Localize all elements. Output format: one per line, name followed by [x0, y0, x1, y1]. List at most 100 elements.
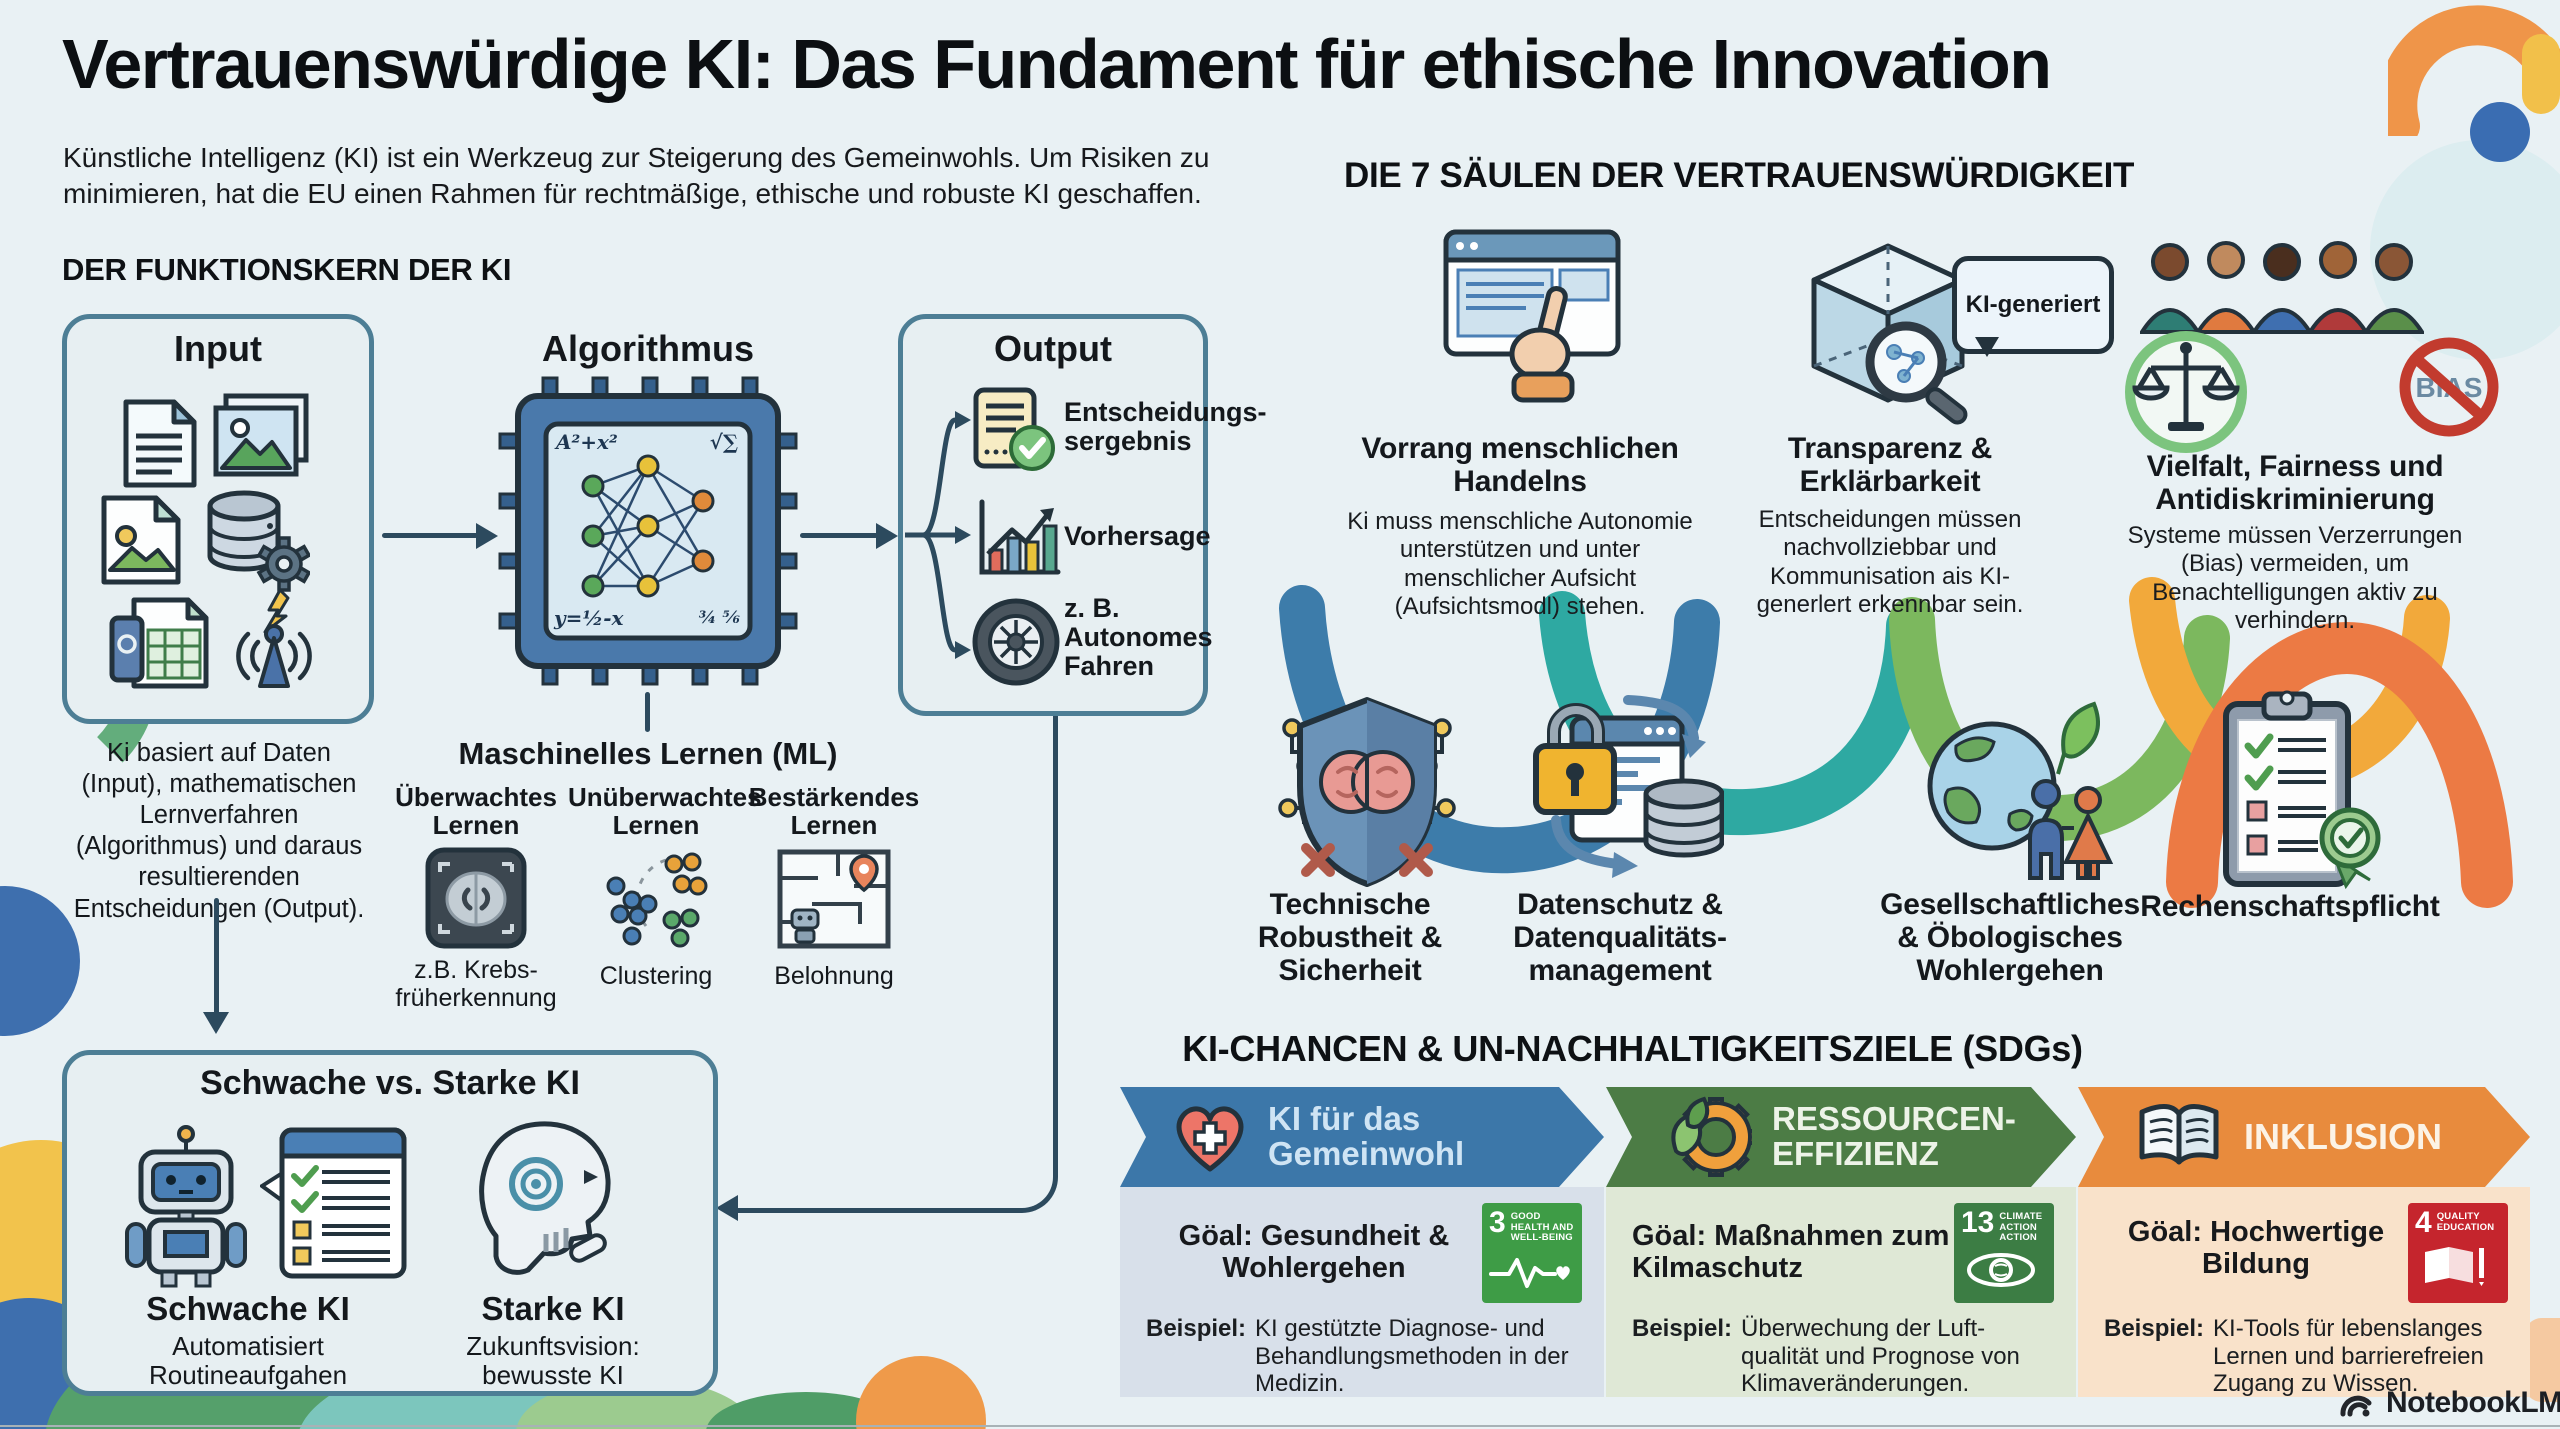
output-title: Output — [994, 328, 1112, 369]
pillar-title: Technische Robustheit & Sicherheit — [1257, 888, 1443, 987]
bubble-text: KI-generiert — [1965, 291, 2101, 319]
decor-circle — [856, 1356, 986, 1429]
output-item-label: Vorhersage — [1064, 521, 1211, 551]
pillar-title: Transparenz & Erklärbarkeit — [1787, 432, 1993, 498]
education-book-icon — [2425, 1246, 2484, 1286]
pillar-desc: Entscheidungen müssen nachvollziebbar un… — [1756, 506, 2024, 618]
beispiel-label: Beispiel: — [2104, 1315, 2205, 1342]
comparison-title: Schwache vs. Starke KI — [200, 1064, 580, 1102]
pillar-title: Gesellschaftliches & Öbologisches Wohler… — [1880, 888, 2140, 987]
chip-formula: y=½-x — [554, 606, 624, 630]
pillar-title: Rechenschaftspflicht — [2140, 890, 2440, 923]
output-branch-arrows — [905, 411, 971, 659]
sdg-banner: INKLUSION — [2078, 1087, 2530, 1187]
diverse-people-icon — [2140, 241, 2424, 334]
goal-label: Göal: — [1632, 1220, 1707, 1252]
sdg-heading: KI-CHANCEN & UN-NACHHALTIGKEITSZIELE (SD… — [1182, 1028, 2083, 1069]
sdg-banner: KI für das Gemeinwohl — [1120, 1087, 1604, 1187]
heart-cross-icon — [1172, 1101, 1248, 1173]
robot-icon — [125, 1125, 247, 1288]
reinforcement-maze-icon — [777, 849, 891, 949]
database-gear-icon — [207, 490, 310, 592]
document-icon — [123, 399, 197, 488]
arrowhead-right-icon — [876, 523, 898, 549]
notebooklm-icon — [2340, 1395, 2372, 1417]
pillar-title: Vielfalt, Fairness und Antidiskriminieru… — [2146, 450, 2444, 516]
accountability-clipboard-icon — [2223, 690, 2381, 890]
decor-circle — [2470, 102, 2530, 162]
heartbeat-icon — [1489, 1257, 1570, 1288]
beispiel-text: KI gestützte Diagnose- und Behandlungsme… — [1255, 1315, 1569, 1398]
goal-text: Maßnahmen zum Kilmaschutz — [1632, 1220, 1950, 1284]
arrow-down — [214, 898, 219, 1016]
ml-column-label: Bestärkendes Lernen — [748, 782, 920, 840]
sdg-caption: CLIMATE ACTION ACTION — [1999, 1211, 2043, 1244]
algorithmus-title: Algorithmus — [542, 328, 754, 369]
scales-icon — [2125, 331, 2247, 453]
input-title: Input — [174, 328, 262, 369]
sdg-number: 3 — [1489, 1206, 1506, 1239]
goal-label: Göal: — [1178, 1220, 1253, 1252]
image-file-icon — [101, 495, 181, 585]
output-item-label: z. B. Autonomes Fahren — [1064, 593, 1213, 681]
beispiel-label: Beispiel: — [1146, 1315, 1247, 1342]
input-caption: Ki basiert auf Daten (Input), mathematis… — [73, 739, 365, 923]
data-privacy-icon — [1533, 695, 1724, 878]
ki-generiert-bubble: KI-generiert — [1952, 256, 2114, 357]
brain-scan-icon — [425, 847, 527, 949]
ml-column-label: Überwachtes Lernen — [395, 782, 557, 840]
pillar-desc: Ki muss menschliche Autonomie unterstütz… — [1347, 508, 1693, 620]
notebooklm-label: NotebookLM — [2386, 1386, 2560, 1419]
transparency-cube-icon — [1811, 243, 1968, 425]
ml-title: Maschinelles Lernen (ML) — [458, 736, 838, 771]
chip-formula: √∑ — [709, 430, 738, 454]
goal-text: Gesundheit & Wohlergehen — [1222, 1220, 1450, 1284]
weak-ai-label: Schwache KI — [146, 1290, 350, 1327]
connector-line — [645, 692, 650, 732]
ml-column-caption: Belohnung — [774, 962, 894, 990]
robustness-shield-icon — [1278, 697, 1456, 887]
chip-formula: ¾ ⅚ — [698, 608, 740, 628]
decor-blob — [2524, 1318, 2560, 1402]
decor-blob — [2522, 34, 2560, 114]
tire-icon — [972, 598, 1060, 686]
output-item-label: Entscheidungs-sergebnis — [1064, 397, 1267, 456]
gear-leaves-icon — [1664, 1095, 1752, 1179]
weak-ai-caption: Automatisiert Routineaufgahen — [148, 1331, 348, 1391]
goal-text: Hochwertige Bildung — [2202, 1216, 2385, 1280]
spreadsheet-icon — [109, 597, 209, 689]
notebooklm-attribution: NotebookLM — [2336, 1386, 2560, 1420]
arrowhead-right-icon — [476, 523, 498, 549]
open-book-icon — [2134, 1100, 2224, 1174]
sdg-banner-label: RESSOURCEN-EFFIZIENZ — [1772, 1100, 2016, 1172]
beispiel-text: KI-Tools für lebenslanges Lernen und bar… — [2213, 1315, 2484, 1398]
sdg-card-gemeinwohl: KI für das Gemeinwohl Göal: Gesundheit &… — [1120, 1087, 1604, 1397]
beispiel-label: Beispiel: — [1632, 1315, 1733, 1342]
android-head-icon — [479, 1121, 611, 1275]
intro-text: Künstliche Intelligenz (KI) ist ein Werk… — [63, 142, 1210, 209]
arrowhead-down-icon — [203, 1012, 229, 1034]
antenna-icon — [236, 588, 312, 688]
sdg-banner-label: INKLUSION — [2244, 1116, 2442, 1158]
page-title: Vertrauenswürdige KI: Das Fundament für … — [62, 25, 2052, 103]
goal-label: Göal: — [2127, 1216, 2203, 1248]
sdg-caption: GOOD HEALTH AND WELL-BEING — [1510, 1211, 1574, 1244]
human-oversight-icon — [1443, 229, 1621, 403]
pillar-title: Datenschutz & Datenqualitäts-management — [1513, 888, 1727, 987]
sdg-number: 4 — [2415, 1206, 2432, 1239]
ml-column-caption: z.B. Krebs-früherkennung — [395, 956, 557, 1012]
chip-icon: A²+x² √∑ y=½-x ¾ ⅚ — [498, 376, 798, 686]
ml-column-caption: Clustering — [599, 962, 713, 990]
pillar-desc: Systeme müssen Verzerrungen (Bias) verme… — [2127, 522, 2463, 634]
sdg-caption: QUALITY EDUCATION — [2436, 1211, 2495, 1233]
decor-bottom-line — [0, 1425, 2560, 1427]
saeulen-heading: DIE 7 SÄULEN DER VERTRAUENSWÜRDIGKEIT — [1344, 156, 2135, 195]
funktionskern-heading: DER FUNKTIONSKERN DER KI — [62, 252, 512, 287]
sdg-card-ressourcen: RESSOURCEN-EFFIZIENZ Göal: Maßnahmen zum… — [1606, 1087, 2076, 1397]
strong-ai-caption: Zukunftsvision: bewusste KI — [466, 1331, 640, 1391]
